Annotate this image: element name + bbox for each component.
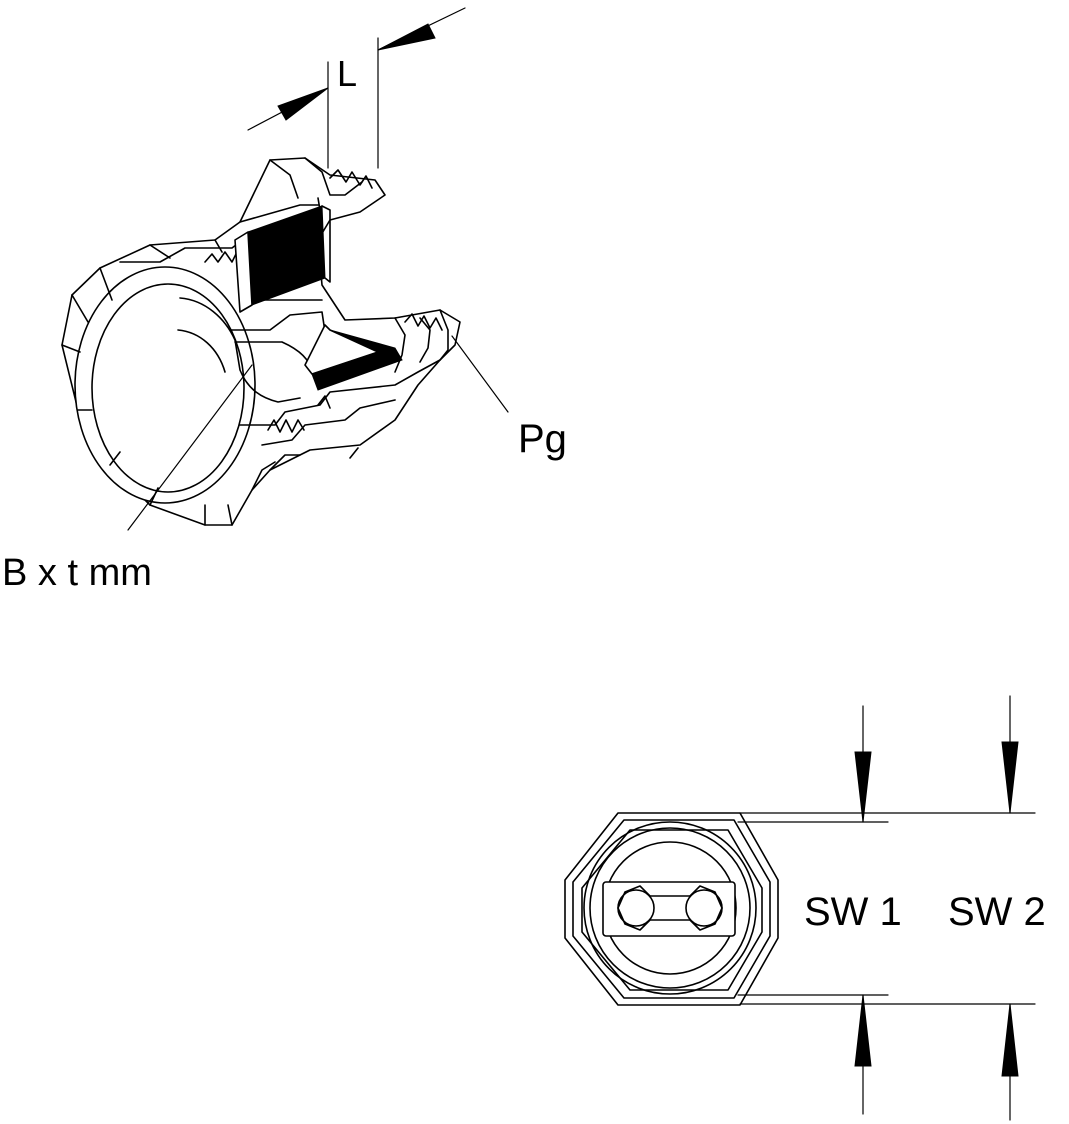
sw2-arrow-top-icon	[1001, 741, 1019, 814]
callout-seal-size: B x t mm	[2, 364, 253, 594]
dimension-length: L	[247, 7, 466, 169]
seal-slot-hole-right	[685, 889, 723, 927]
gland-bottom-section	[239, 359, 441, 491]
sw1-arrow-bottom-icon	[854, 994, 872, 1067]
gland-front-opening-inner	[91, 283, 245, 493]
seal-upper-edge	[321, 205, 331, 283]
gland-bottom-thread	[267, 313, 443, 433]
seal-slot-frame	[602, 881, 736, 937]
leader-seal-size	[127, 364, 253, 531]
gland-cutaway-view	[61, 157, 461, 526]
arrowhead-left-icon	[277, 87, 329, 121]
seal-slot-hole-left	[617, 889, 655, 927]
label-thread: Pg	[518, 417, 567, 461]
gland-front-opening	[74, 266, 256, 504]
sw2-arrow-bottom-icon	[1001, 1003, 1019, 1077]
leader-thread	[451, 335, 509, 413]
seal-upper-side	[234, 231, 253, 313]
arrowhead-right-icon	[377, 23, 436, 51]
label-wrench-size-1: SW 1	[804, 890, 902, 934]
label-length: L	[337, 53, 357, 94]
gland-pg-thread-end	[394, 309, 449, 373]
label-seal-size: B x t mm	[2, 552, 152, 594]
gland-hex-facets	[61, 267, 233, 526]
dimension-wrench-sizes: SW 1 SW 2	[737, 695, 1046, 1121]
gland-end-view	[564, 812, 779, 1006]
callout-thread: Pg	[451, 335, 567, 461]
end-view-ring-mid	[589, 827, 751, 989]
seal-lower-top	[304, 324, 379, 375]
hex-inner	[581, 829, 763, 991]
end-view-ring-outer	[583, 821, 757, 995]
sw1-arrow-top-icon	[854, 751, 872, 823]
seal-slot-opening	[617, 885, 723, 931]
gland-inner-bore	[177, 297, 326, 403]
hex-outer-inner-edge	[572, 819, 771, 999]
label-wrench-size-2: SW 2	[948, 890, 1046, 934]
